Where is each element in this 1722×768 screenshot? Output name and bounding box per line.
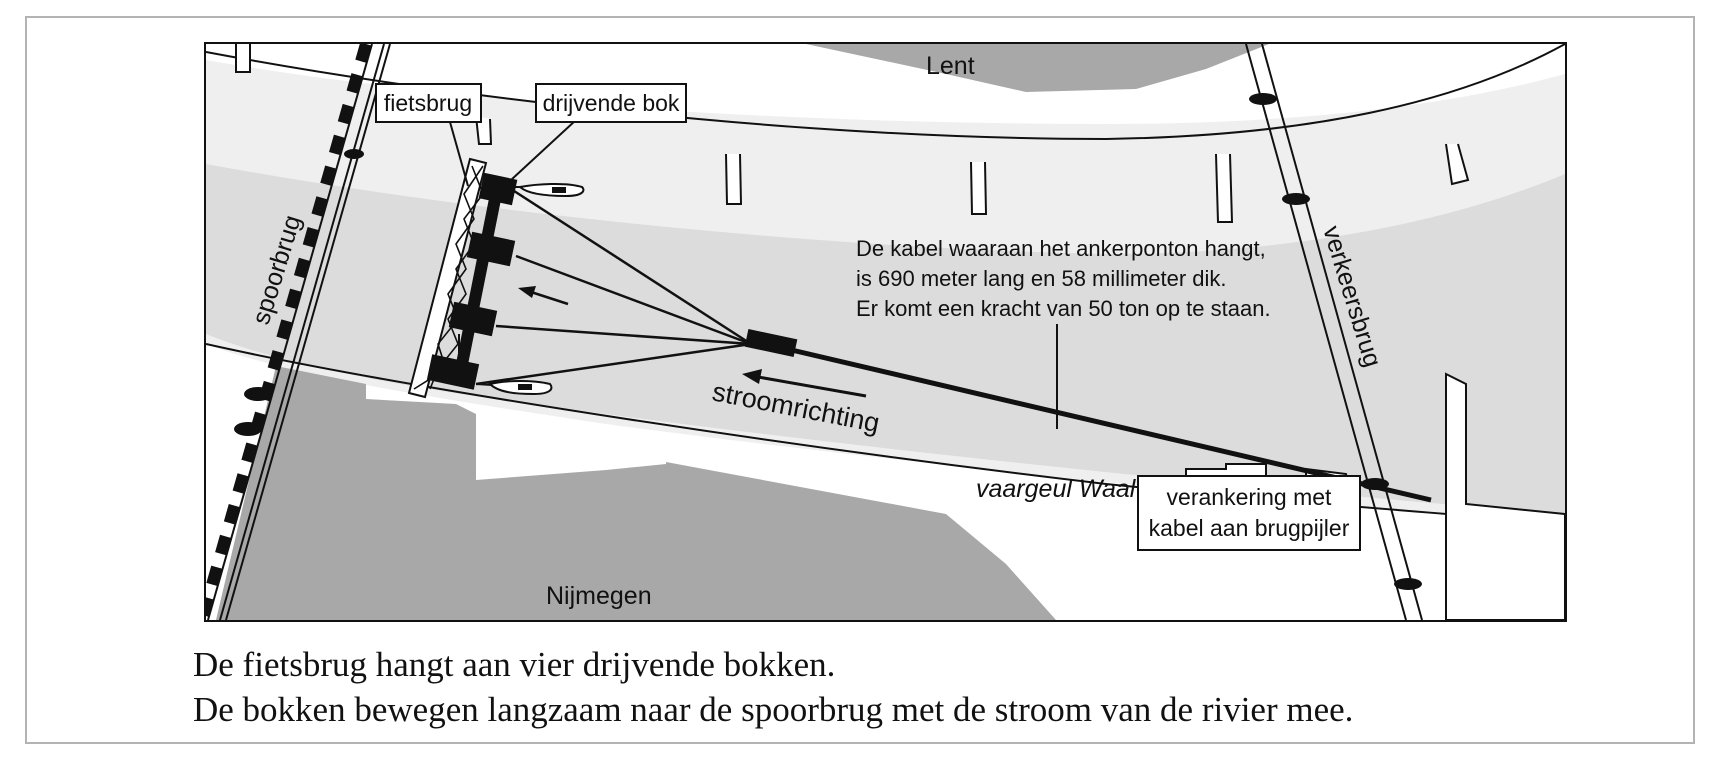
- boat-bottom: [475, 380, 553, 396]
- verankering-label-box: [1137, 475, 1361, 551]
- label-fietsbrug: fietsbrug: [384, 90, 472, 116]
- fietsbrug-label-box: [375, 83, 482, 123]
- floating-trestles: [426, 172, 518, 390]
- label-kabel-line2: is 690 meter lang en 58 millimeter dik.: [856, 266, 1227, 291]
- railway-bridge: [206, 44, 391, 620]
- bok-leader: [510, 119, 577, 181]
- south-bank-line: [206, 343, 1565, 525]
- label-drijvende-bok: drijvende bok: [543, 90, 680, 116]
- land-nijmegen: [216, 366, 1056, 620]
- harbour-right-2: [1445, 372, 1565, 620]
- label-verankering-line1: verankering met: [1167, 484, 1333, 510]
- drijvende-bok-label-box: [535, 83, 687, 123]
- boat-top: [512, 183, 585, 198]
- traffic-bridge: [234, 44, 1423, 620]
- caption-line-2: De bokken bewegen langzaam naar de spoor…: [193, 690, 1354, 729]
- label-nijmegen: Nijmegen: [546, 582, 652, 610]
- flow-arrow-icon: [742, 369, 867, 398]
- river-map: Lent Nijmegen fietsbrug drijvende bok sp…: [204, 42, 1567, 622]
- groynes: [235, 44, 1470, 359]
- label-kabel-line1: De kabel waaraan het ankerponton hangt,: [856, 236, 1266, 261]
- label-vaargeul: vaargeul Waal: [976, 475, 1137, 503]
- navigation-channel: [206, 164, 1565, 514]
- land-lent: [806, 44, 1269, 92]
- label-kabel-line3: Er komt een kracht van 50 ton op te staa…: [856, 296, 1271, 321]
- anchor-cable: [765, 341, 1432, 503]
- fietsbrug-leader: [449, 121, 469, 187]
- caption-line-1: De fietsbrug hangt aan vier drijvende bo…: [193, 645, 836, 684]
- label-lent: Lent: [926, 52, 975, 80]
- movement-arrow-icon: [518, 286, 569, 306]
- trestle-cables: [475, 187, 752, 386]
- label-verankering-line2: kabel aan brugpijler: [1149, 515, 1350, 541]
- anchor-pontoon: [744, 328, 798, 358]
